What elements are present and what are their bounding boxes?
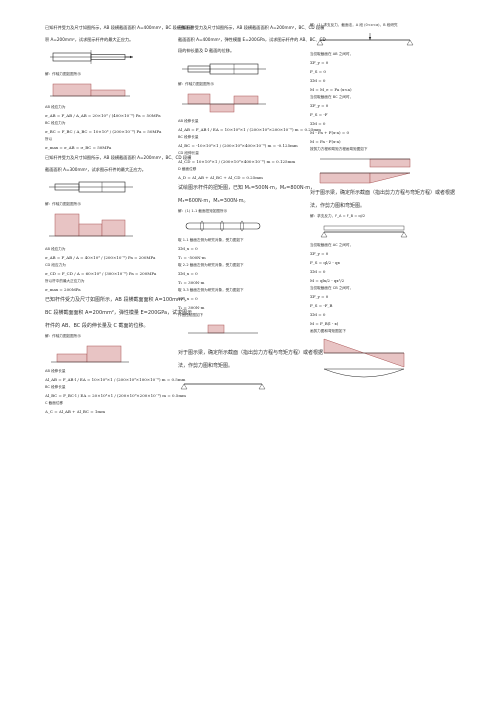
problem-7-cb-label: 当仅取截面在 CB 之间时， — [310, 286, 354, 290]
problem-4-bc-label: BC 段伸长量 — [178, 134, 199, 139]
beam-1-bc-eq4: M - Fa + F(x-a) = 0 — [310, 130, 350, 135]
problem-5-section-1-eq2: T₁ = -500N·m — [178, 254, 206, 260]
problem-2-max: σ_max = 200MPa — [45, 287, 81, 292]
problem-6-beam-figure — [180, 383, 266, 389]
problem-5-section-1-label: 取 1-1 截面左侧为研究对象，受力图如下 — [178, 237, 244, 242]
problem-1-text: 已知杆件受力及尺寸如图所示，AB 段横截面面积 A=400mm²，BC 段横截面… — [45, 25, 194, 42]
problem-1-bc-label: BC 段应力为 — [45, 121, 66, 125]
problem-5-section-2-label: 取 2-2 截面左侧为研究对象，受力图如下 — [178, 262, 244, 267]
problem-3-ab-label: AB 段伸长量 — [45, 369, 66, 373]
problem-4-ab-equation: Δl_AB = F_AB·l / EA = 10×10³×1 / (200×10… — [178, 126, 321, 132]
problem-4-solution-label: 解：作轴力图如图所示 — [178, 81, 214, 86]
beam-1-ab-eq4: M = M_e = Fa (x<a) — [310, 87, 352, 92]
problem-4-cd-label: CD 段伸长量 — [178, 150, 199, 155]
problem-7-cb-eq1: ΣF_y = 0 — [310, 294, 329, 299]
problem-4-cd-equation: Δl_CD = 10×10³×1 / (200×10⁹×400×10⁻⁶) m … — [178, 158, 296, 164]
problem-5-section-3-eq1: ΣM_x = 0 — [178, 295, 198, 301]
beam-1-draw-label: 按剪力方程和弯矩方程画弯矩图如下 — [310, 147, 368, 151]
problem-4-ab-label: AB 段伸长量 — [178, 118, 199, 123]
problem-1-then: 所以 — [45, 137, 53, 141]
problem-2-then: 所以杆中的最大正应力为 — [45, 279, 85, 283]
problem-3-c-equation: Δ_C = Δl_AB + Δl_BC = 1mm — [45, 409, 106, 414]
problem-2-text: 已知杆件受力及尺寸如图所示，AB 段横截面面积 A=200mm²，BC、CD 段… — [45, 155, 192, 172]
problem-4-d-equation: Δ_D = Δl_AB + Δl_BC + Δl_CD = 0.25mm — [178, 174, 263, 180]
beam-1-diagrams — [319, 158, 411, 184]
problem-1-ab-label: AB 段应力为 — [45, 105, 66, 109]
problem-1-bar-figure — [50, 50, 133, 64]
problem-2-axial-force-diagram — [49, 213, 133, 237]
problem-7-beam-figure — [320, 225, 408, 238]
problem-5-section-3-eq2: T₃ = 300N·m — [178, 304, 205, 310]
problem-1-bc-equation: σ_BC = F_BC / A_BC = 10×10³ / (200×10⁻⁶)… — [45, 129, 162, 134]
beam-1-ab-eq2: F_S = 0 — [310, 69, 326, 74]
problem-2-bar-figure — [49, 181, 133, 193]
problem-7-diagrams — [323, 338, 405, 378]
problem-7-cb-eq3: ΣM = 0 — [310, 312, 326, 317]
column-2: 已知杆件受力及尺寸如图所示，AB 段横截面面积 A=200mm²，BC、CD 段… — [178, 22, 328, 395]
problem-5-section-2-eq1: ΣM_x = 0 — [178, 270, 198, 276]
problem-5-torque-diagram — [188, 324, 258, 333]
problem-3-solution-label: 解：作轴力图如图所示 — [45, 334, 81, 338]
problem-5-section-1-eq1: ΣM_x = 0 — [178, 245, 198, 251]
problem-7-ac-eq1: ΣF_y = 0 — [310, 251, 329, 256]
beam-1-bc-eq5: M = Fa - F(x-a) — [310, 139, 341, 144]
beam-1-ab-eq1: ΣF_y = 0 — [310, 60, 329, 65]
beam-1-bc-eq2: F_S = -F — [310, 112, 328, 117]
problem-1-max: σ_max = σ_AB = σ_BC = 50MPa — [45, 145, 112, 150]
problem-7-cb-eq4: M = F_B(l - x) — [310, 321, 339, 326]
problem-2-ab-equation: σ_AB = F_AB / A = 40×10³ / (200×10⁻⁶) Pa… — [45, 255, 156, 260]
problem-2-cd-label: CD 段应力为 — [45, 263, 66, 267]
problem-4-axial-force-diagram — [182, 93, 266, 112]
problem-7-ac-eq4: M = qlx/2 - qx²/2 — [310, 278, 345, 283]
problem-5-text: 试绘图示杆件的扭矩图，已知 M₁=500N·m，M₂=800N·m，M₃=600… — [178, 184, 316, 204]
problem-5-section-3-label: 取 3-3 截面左侧为研究对象，受力图如下 — [178, 287, 244, 292]
problem-7-solution: 解：求支反力，F_A = F_B = ql/2 — [310, 214, 366, 218]
problem-7-ac-label: 当仅取截面在 AC 之间时， — [310, 243, 354, 247]
beam-1-figure — [316, 33, 414, 46]
problem-3-bc-label: BC 段伸长量 — [45, 385, 66, 389]
problem-1-ab-equation: σ_AB = F_AB / A_AB = 20×10³ / (400×10⁻⁶)… — [45, 113, 161, 118]
problem-2-cd-equation: σ_CD = F_CD / A = 60×10³ / (300×10⁻⁶) Pa… — [45, 271, 157, 276]
problem-5-section-2-eq2: T₂ = 300N·m — [178, 279, 205, 285]
problem-2-ab-label: AB 段应力为 — [45, 247, 66, 251]
problem-5-solution-label: 解：(1) 1-1 截面扭矩如图所示 — [178, 208, 228, 213]
problem-7-ac-eq2: F_S = ql/2 - qx — [310, 260, 340, 265]
problem-4-d-label: D 截面位移 — [178, 166, 197, 171]
problem-3-c-label: C 截面位移 — [45, 401, 64, 405]
problem-5-shaft-figure — [185, 220, 261, 231]
column-1: 已知杆件受力及尺寸如图所示，AB 段横截面面积 A=400mm²，BC 段横截面… — [45, 22, 195, 416]
problem-2-solution-label: 解：作轴力图如图所示 — [45, 202, 81, 206]
problem-4-bar-figure — [182, 63, 266, 74]
beam-1-bc-label: 当仅取截面在 BC 之间时， — [310, 95, 354, 99]
col3-top-line: 解：(1) 求支反力，截面法，A 段 (0<x<a)，B 段研究 — [310, 23, 398, 27]
problem-7-cb-eq2: F_S = -F_B — [310, 303, 333, 308]
problem-3-ab-equation: Δl_AB = F_AB·l / EA = 10×10³×1 / (200×10… — [45, 377, 186, 382]
problem-4-bc-equation: Δl_BC = -10×10³×1 / (200×10⁹×400×10⁻⁶) m… — [178, 142, 298, 148]
beam-1-ab-label: 当仅取截面在 AB 之间时， — [310, 52, 354, 56]
problem-3-bc-equation: Δl_BC = F_BC·l / EA = 20×10³×1 / (200×10… — [45, 393, 186, 398]
problem-6-text: 对于图示梁，确定所示截面（指出剪力方程与弯矩方程）或者根据法，作剪力图和弯矩图。 — [178, 349, 324, 369]
beam-1-bc-eq3: ΣM = 0 — [310, 121, 326, 126]
column-3: 解：(1) 求支反力，截面法，A 段 (0<x<a)，B 段研究 当仅取截面在 … — [310, 22, 460, 383]
problem-4-text: 已知杆件受力及尺寸如图所示，AB 段横截面面积 A=200mm²，BC、CD 段… — [178, 25, 326, 53]
problem-7-draw-label: 画剪力图和弯矩图如下 — [310, 329, 346, 333]
beam-1-ab-eq3: ΣM = 0 — [310, 78, 326, 83]
problem-1-solution-label: 解：作轴力图如图所示 — [45, 72, 81, 76]
problem-3-text: 已知杆件受力及尺寸如图所示，AB 段横截面面积 A=100mm²，BC 段横截面… — [45, 297, 193, 329]
problem-7-ac-eq3: ΣM = 0 — [310, 269, 326, 274]
problem-3-axial-force-diagram — [51, 345, 129, 363]
problem-1-axial-force-diagram — [50, 83, 130, 97]
beam-1-bc-eq1: ΣF_y = 0 — [310, 103, 329, 108]
problem-7-text: 对于图示梁，确定所示截面（指出剪力方程与弯矩方程）或者根据法，作剪力图和弯矩图。 — [310, 190, 456, 209]
problem-5-draw-label: 作出扭矩图如下 — [178, 312, 204, 317]
